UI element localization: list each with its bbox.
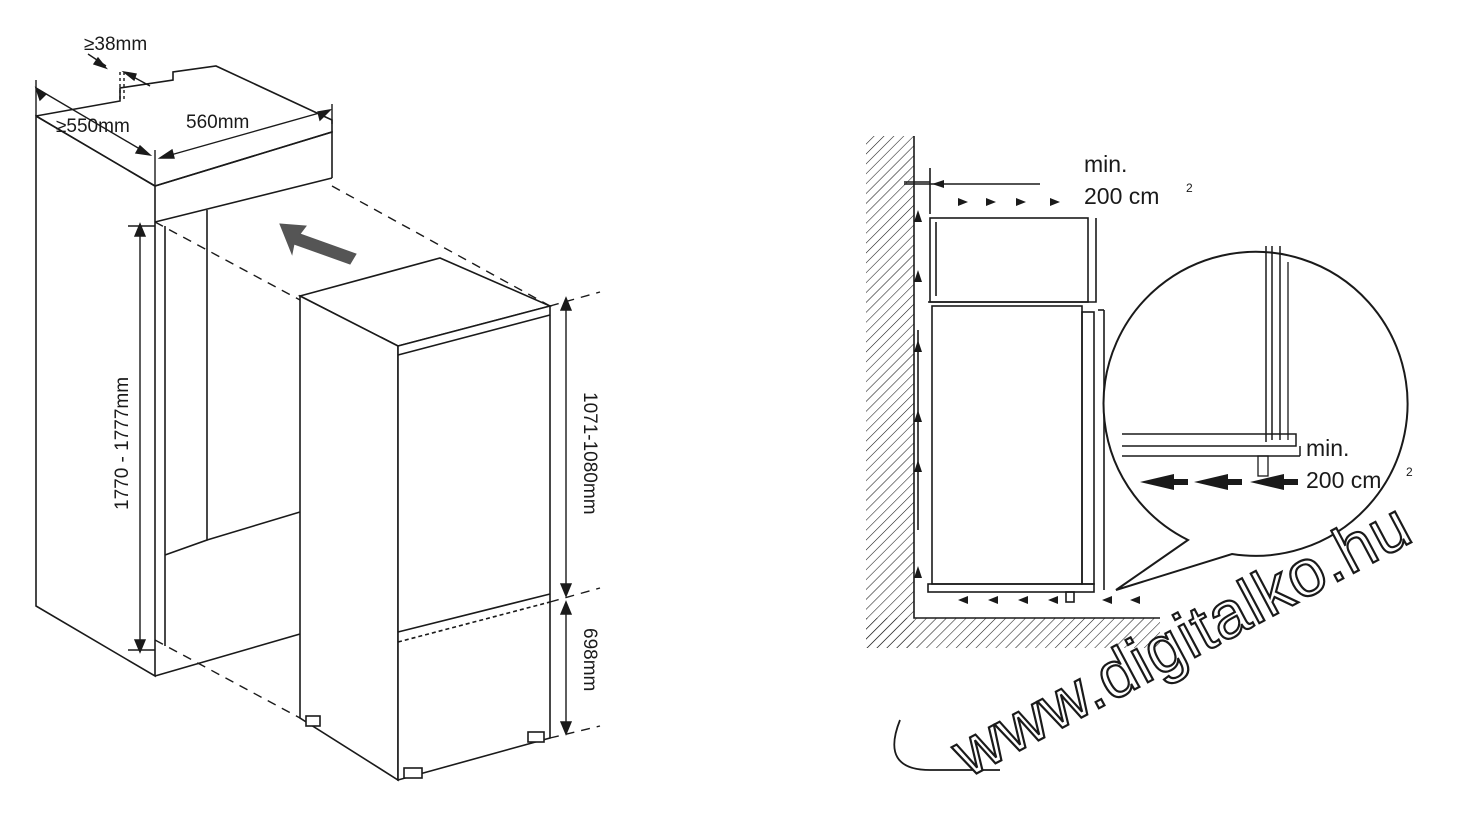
bottom-vent-area-label: 200 cm: [1306, 467, 1381, 493]
airflow-arrows: [914, 198, 1140, 604]
detail-airflow-arrows: [1140, 474, 1298, 490]
cabinet-width-label: 560mm: [186, 112, 249, 133]
top-vent-arrowhead: [932, 180, 944, 188]
top-vent-min-label: min.: [1084, 151, 1127, 177]
built-in-unit: [904, 168, 1105, 603]
cabinet-niche: [35, 65, 333, 678]
depth-gap-label: ≥38mm: [84, 34, 147, 55]
top-vent-area-exponent: 2: [1186, 181, 1193, 195]
cabinet-depth-label: ≥550mm: [56, 116, 130, 137]
upper-section-height-label: 1071-1080mm: [579, 392, 600, 515]
lower-section-height-label: 698mm: [579, 628, 600, 691]
dimension-lines: [34, 53, 573, 736]
top-vent-area-label: 200 cm: [1084, 183, 1159, 209]
wall-section: [866, 136, 1160, 648]
niche-height-label: 1770 - 1777mm: [112, 377, 133, 510]
detail-callout: [1102, 246, 1409, 591]
bottom-vent-area-exponent: 2: [1406, 465, 1413, 479]
insertion-arrow: [279, 223, 357, 265]
bottom-vent-min-label: min.: [1306, 435, 1349, 461]
appliance-body: [297, 257, 553, 782]
insertion-guides: [154, 185, 601, 739]
